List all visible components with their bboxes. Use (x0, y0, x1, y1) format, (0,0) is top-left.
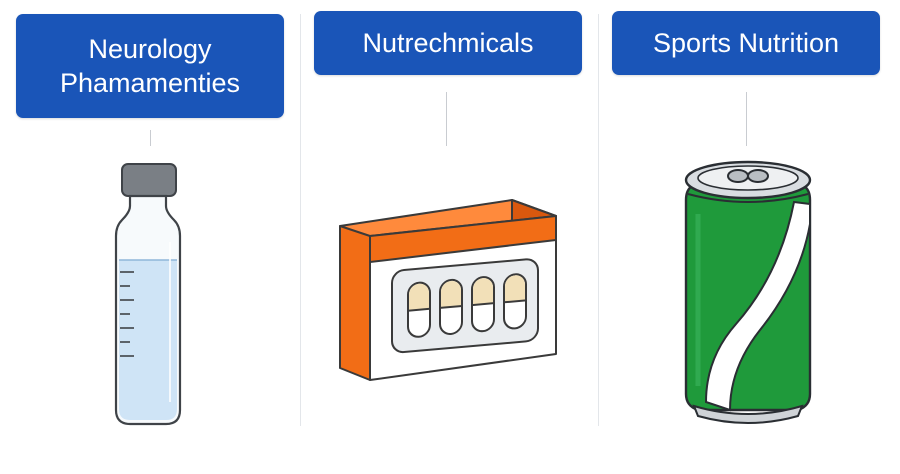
panel-neurology: Neurology Phamamenties (0, 0, 300, 474)
connector-sports-nutrition (746, 92, 747, 146)
divider-2 (598, 14, 599, 426)
panel-sports-nutrition: Sports Nutrition (598, 0, 900, 474)
connector-nutrechmicals (446, 92, 447, 146)
label-nutrechmicals-line-1: Nutrechmicals (362, 28, 534, 58)
divider-1 (300, 14, 301, 426)
label-neurology-line-2: Phamamenties (59, 68, 241, 98)
label-neurology-line-1: Neurology (88, 34, 212, 64)
pill-box-icon (339, 199, 557, 381)
soda-can-icon (684, 160, 812, 424)
vial-icon (114, 163, 182, 426)
label-sports-nutrition: Sports Nutrition (612, 11, 880, 75)
panel-nutrechmicals: Nutrechmicals (300, 0, 598, 474)
label-neurology: Neurology Phamamenties (16, 14, 284, 118)
connector-neurology (150, 130, 151, 146)
label-sports-nutrition-line-1: Sports Nutrition (652, 28, 840, 58)
label-nutrechmicals: Nutrechmicals (314, 11, 582, 75)
